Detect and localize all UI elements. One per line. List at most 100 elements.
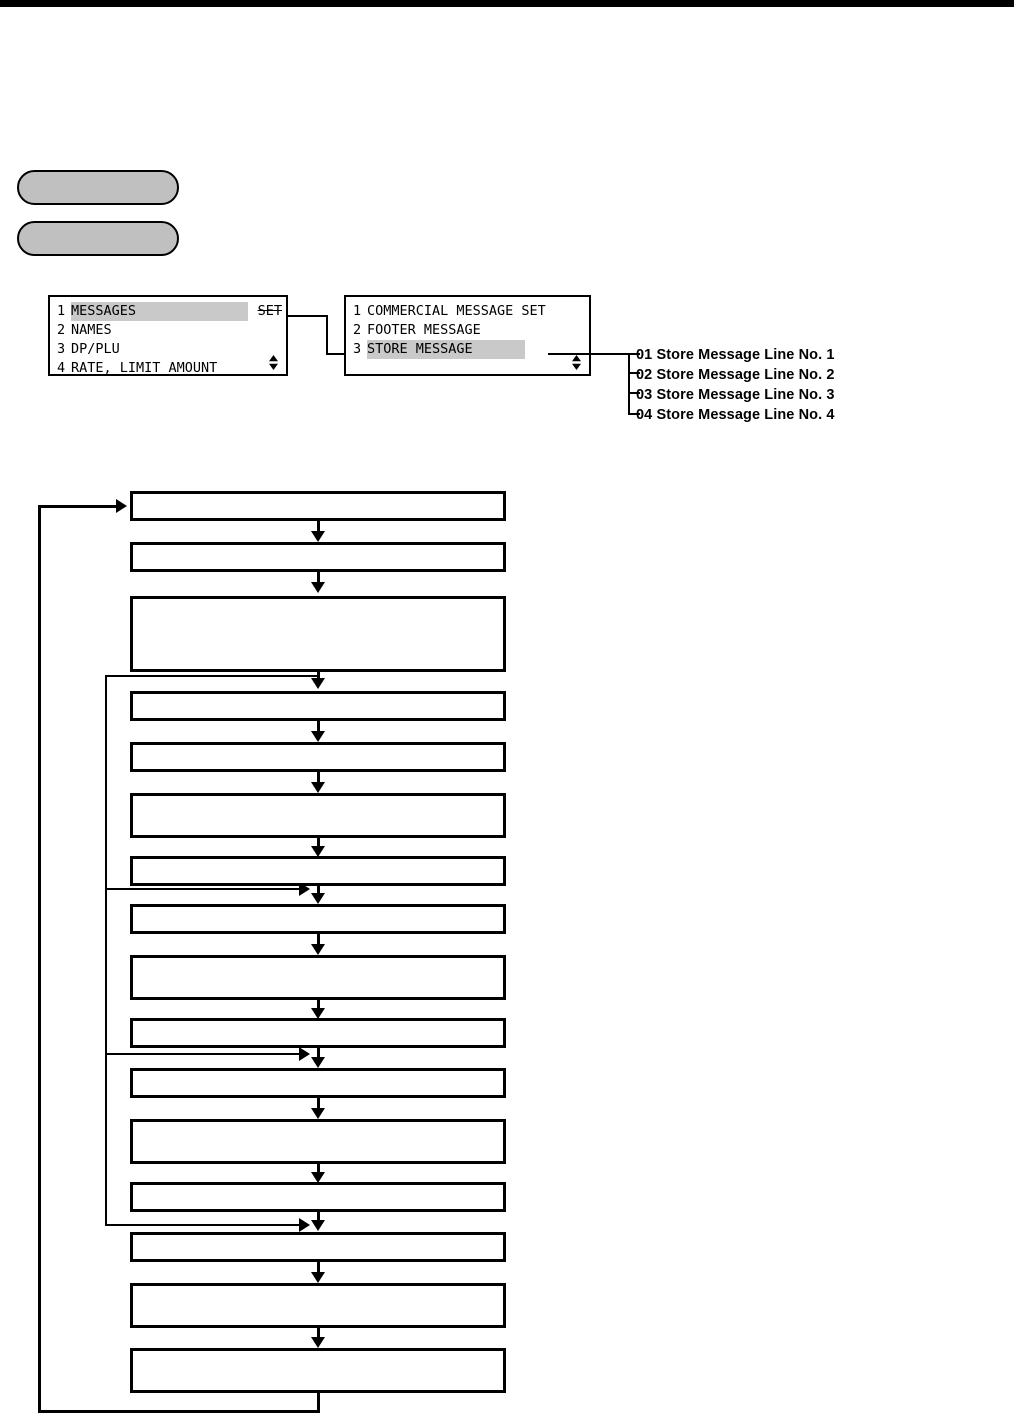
flow-arrow-3-4-head	[311, 678, 325, 689]
lcd-message-row-2[interactable]: 2 FOOTER MESSAGE	[346, 321, 589, 340]
flow-arrow-7-8-stem	[317, 886, 320, 898]
up-down-arrow-icon	[269, 355, 278, 370]
branch-arrowhead-box14	[299, 1218, 310, 1232]
lcd-main-row-4-label: RATE, LIMIT AMOUNT	[71, 360, 218, 376]
flow-arrow-4-5-stem	[317, 721, 320, 733]
flow-arrow-6-7-stem	[317, 838, 320, 850]
lcd-message-row-1-label: COMMERCIAL MESSAGE SET	[367, 303, 546, 319]
lcd-main-row-4-number: 4	[57, 360, 66, 376]
flow-step-4[interactable]	[130, 691, 506, 721]
flow-step-1[interactable]	[130, 491, 506, 521]
connector-main-to-message-seg1	[286, 315, 328, 317]
flow-arrow-2-3-stem	[317, 572, 320, 584]
branch-return-to-box11	[105, 1053, 305, 1055]
connector-list-branch-2	[628, 372, 640, 374]
lcd-main-row-2-label: NAMES	[71, 322, 112, 338]
lcd-main-row-1-number: 1	[57, 303, 66, 319]
connector-main-to-message-seg2	[326, 315, 328, 355]
flow-arrow-9-10-head	[311, 1008, 325, 1019]
keycap-label-1[interactable]	[17, 170, 179, 205]
flow-arrow-8-9-head	[311, 944, 325, 955]
lcd-message-row-3-label: STORE MESSAGE	[367, 340, 525, 359]
branch-return-to-box8	[105, 888, 305, 890]
flow-arrow-10-11-head	[311, 1057, 325, 1068]
list-item[interactable]: 04 Store Message Line No. 4	[636, 407, 835, 423]
lcd-message-row-2-label: FOOTER MESSAGE	[367, 322, 481, 338]
flow-step-14[interactable]	[130, 1232, 506, 1262]
flow-arrow-9-10-stem	[317, 1000, 320, 1012]
flow-arrow-15-16-head	[311, 1337, 325, 1348]
flow-arrow-8-9-stem	[317, 934, 320, 946]
return-loop-bottom-segment	[38, 1410, 319, 1413]
branch-return-to-box14	[105, 1224, 305, 1226]
lcd-main-row-3-number: 3	[57, 341, 66, 357]
flow-step-7[interactable]	[130, 856, 506, 886]
flow-arrow-12-13-head	[311, 1172, 325, 1183]
flow-arrow-1-2-head	[311, 531, 325, 542]
store-message-line-list: 01 Store Message Line No. 1 02 Store Mes…	[636, 345, 835, 425]
flow-step-16[interactable]	[130, 1348, 506, 1393]
connector-list-branch-1	[628, 353, 640, 355]
up-down-arrow-icon	[572, 355, 581, 370]
branch-arrowhead-box11	[299, 1047, 310, 1061]
flow-arrow-13-14-head	[311, 1220, 325, 1231]
flow-step-3[interactable]	[130, 596, 506, 672]
lcd-main-row-3[interactable]: 3 DP/PLU	[50, 340, 286, 359]
lcd-message-row-2-number: 2	[353, 322, 362, 338]
flow-arrow-5-6-head	[311, 782, 325, 793]
branch-spine-top	[105, 675, 320, 677]
top-black-rule	[0, 0, 1014, 7]
connector-list-spine	[628, 353, 630, 415]
flow-arrow-4-5-head	[311, 731, 325, 742]
flow-step-6[interactable]	[130, 793, 506, 838]
flow-arrow-7-8-head	[311, 893, 325, 904]
connector-main-to-message-seg3	[326, 353, 346, 355]
flow-step-5[interactable]	[130, 742, 506, 772]
flow-step-8[interactable]	[130, 904, 506, 934]
lcd-main-row-1[interactable]: 1 MESSAGES	[50, 302, 286, 321]
flow-arrow-10-11-stem	[317, 1048, 320, 1060]
return-loop-arrowhead	[116, 499, 127, 513]
flow-arrow-1-2-stem	[317, 521, 320, 533]
flow-arrow-15-16-stem	[317, 1328, 320, 1340]
flow-step-13[interactable]	[130, 1182, 506, 1212]
flow-arrow-13-14-stem	[317, 1212, 320, 1224]
keycap-label-2[interactable]	[17, 221, 179, 256]
connector-message-to-list-trunk	[548, 353, 630, 355]
flow-arrow-5-6-stem	[317, 772, 320, 784]
lcd-main-row-3-label: DP/PLU	[71, 341, 120, 357]
flow-step-15[interactable]	[130, 1283, 506, 1328]
return-loop-left-segment	[38, 505, 41, 1413]
lcd-main-row-4[interactable]: 4 RATE, LIMIT AMOUNT	[50, 359, 286, 378]
flow-arrow-14-15-head	[311, 1272, 325, 1283]
lcd-main-row-2-number: 2	[57, 322, 66, 338]
lcd-message-row-3[interactable]: 3 STORE MESSAGE	[346, 340, 589, 359]
lcd-message-row-1-number: 1	[353, 303, 362, 319]
lcd-message-row-3-number: 3	[353, 341, 362, 357]
lcd-main-menu[interactable]: 1 MESSAGES 2 NAMES 3 DP/PLU 4 RATE, LIMI…	[48, 295, 288, 376]
lcd-message-row-1[interactable]: 1 COMMERCIAL MESSAGE SET	[346, 302, 589, 321]
flow-arrow-11-12-head	[311, 1108, 325, 1119]
flow-step-10[interactable]	[130, 1018, 506, 1048]
branch-spine-vertical	[105, 675, 107, 1226]
connector-list-branch-3	[628, 392, 640, 394]
list-item[interactable]: 03 Store Message Line No. 3	[636, 387, 835, 403]
flow-step-11[interactable]	[130, 1068, 506, 1098]
flow-arrow-6-7-head	[311, 846, 325, 857]
list-item[interactable]: 02 Store Message Line No. 2	[636, 367, 835, 383]
return-loop-riser-segment	[317, 1392, 320, 1413]
flow-step-12[interactable]	[130, 1119, 506, 1164]
flow-step-2[interactable]	[130, 542, 506, 572]
flow-step-9[interactable]	[130, 955, 506, 1000]
return-loop-top-segment	[38, 505, 116, 508]
lcd-message-menu[interactable]: 1 COMMERCIAL MESSAGE SET 2 FOOTER MESSAG…	[344, 295, 591, 376]
flow-arrow-14-15-stem	[317, 1262, 320, 1274]
flow-arrow-2-3-head	[311, 582, 325, 593]
lcd-main-row-2[interactable]: 2 NAMES	[50, 321, 286, 340]
branch-arrowhead-box8	[299, 882, 310, 896]
flow-arrow-3-4-stem	[317, 672, 320, 681]
flow-arrow-11-12-stem	[317, 1098, 320, 1110]
list-item[interactable]: 01 Store Message Line No. 1	[636, 347, 835, 363]
connector-list-branch-4	[628, 413, 640, 415]
